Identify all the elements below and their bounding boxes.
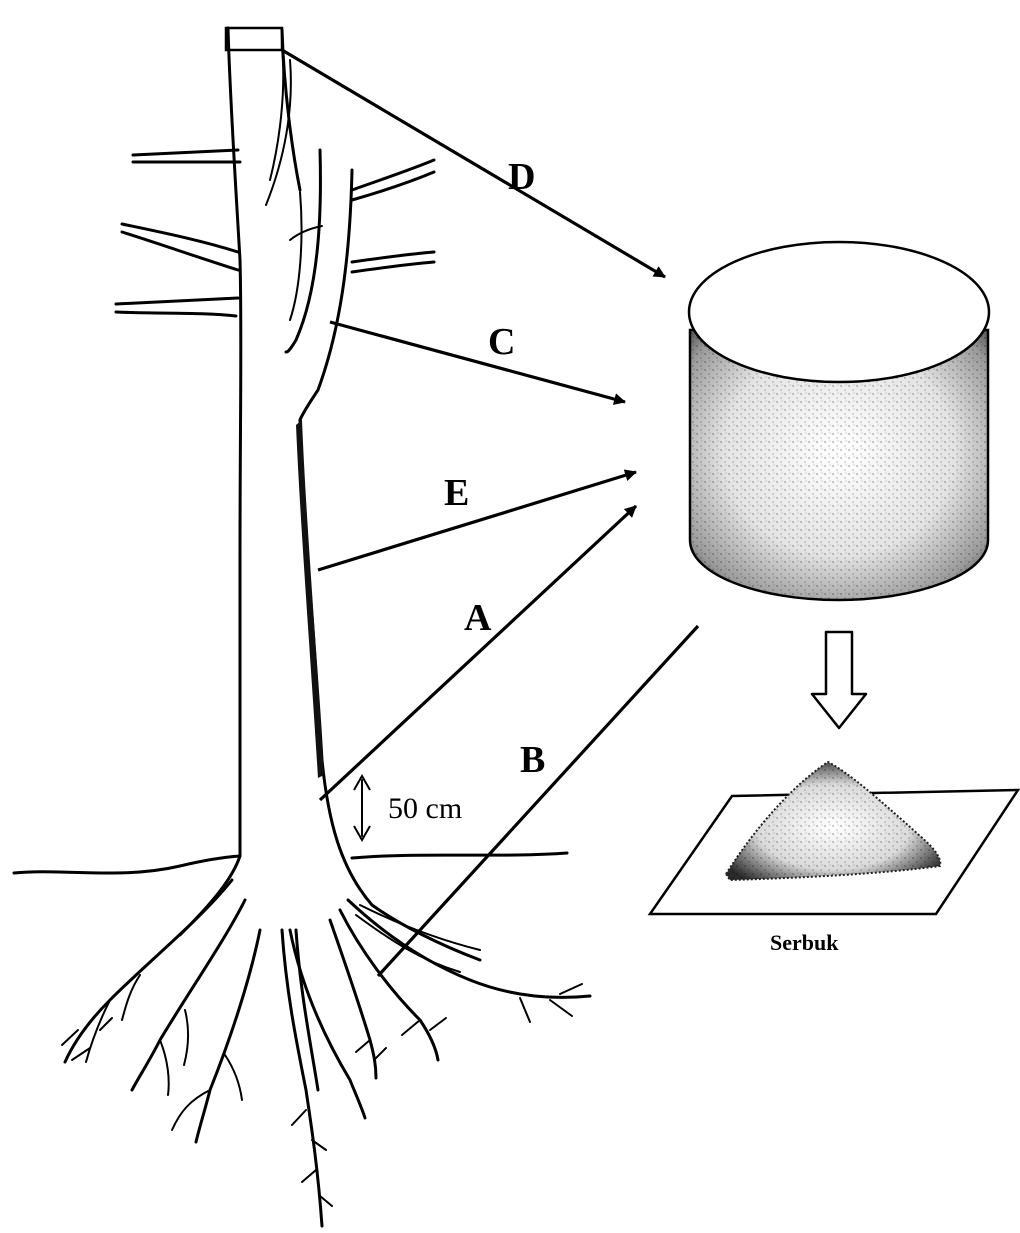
arrow-d	[282, 50, 665, 277]
sampling-arrows	[282, 50, 698, 976]
ground-line	[14, 853, 567, 873]
label-d: D	[508, 156, 535, 198]
arrow-a	[320, 506, 636, 800]
disc-cut-top	[226, 28, 282, 50]
down-arrow-icon	[812, 632, 866, 728]
label-a: A	[464, 597, 492, 639]
sample-cylinder	[689, 242, 989, 600]
powder-label: Serbuk	[770, 930, 839, 955]
distance-label: 50 cm	[388, 792, 462, 825]
distance-marker	[354, 776, 370, 840]
tree-branches	[116, 150, 434, 316]
label-c: C	[488, 321, 515, 363]
label-b: B	[520, 739, 545, 781]
arrow-c	[330, 322, 625, 402]
arrow-e	[318, 472, 636, 570]
tree-roots	[62, 880, 590, 1226]
label-e: E	[444, 472, 469, 514]
